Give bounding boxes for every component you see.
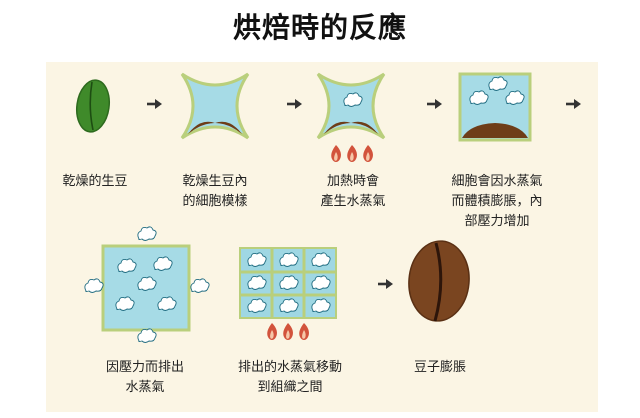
cell-icon: [180, 72, 250, 140]
step-caption: 因壓力而排出水蒸氣: [105, 360, 184, 395]
arrow-right-icon: [376, 277, 395, 291]
roasted-bean-icon: [408, 240, 470, 322]
step-caption: 豆子膨脹: [413, 360, 466, 375]
arrow-right-icon: [285, 97, 304, 111]
flame-icon: [283, 323, 293, 340]
flame-icon: [363, 145, 373, 162]
flame-icon: [347, 145, 357, 162]
page-title: 烘焙時的反應: [232, 11, 407, 44]
step-caption: 乾燥生豆內的細胞模樣: [182, 174, 248, 209]
flame-icon: [331, 145, 341, 162]
flame-icon: [299, 323, 309, 340]
step-caption: 排出的水蒸氣移動到組織之間: [237, 360, 342, 395]
step-caption: 乾燥的生豆: [62, 174, 128, 189]
flame-icon: [267, 323, 277, 340]
step-caption: 細胞會因水蒸氣而體積膨脹，內部壓力增加: [451, 174, 543, 229]
steam-icon: [247, 252, 331, 313]
green-bean-icon: [75, 79, 111, 133]
cell-icon: [458, 72, 532, 142]
step-caption: 加熱時會產生水蒸氣: [320, 174, 386, 209]
arrow-right-icon: [425, 97, 444, 111]
arrow-right-icon: [145, 97, 164, 111]
arrow-right-icon: [564, 97, 583, 111]
